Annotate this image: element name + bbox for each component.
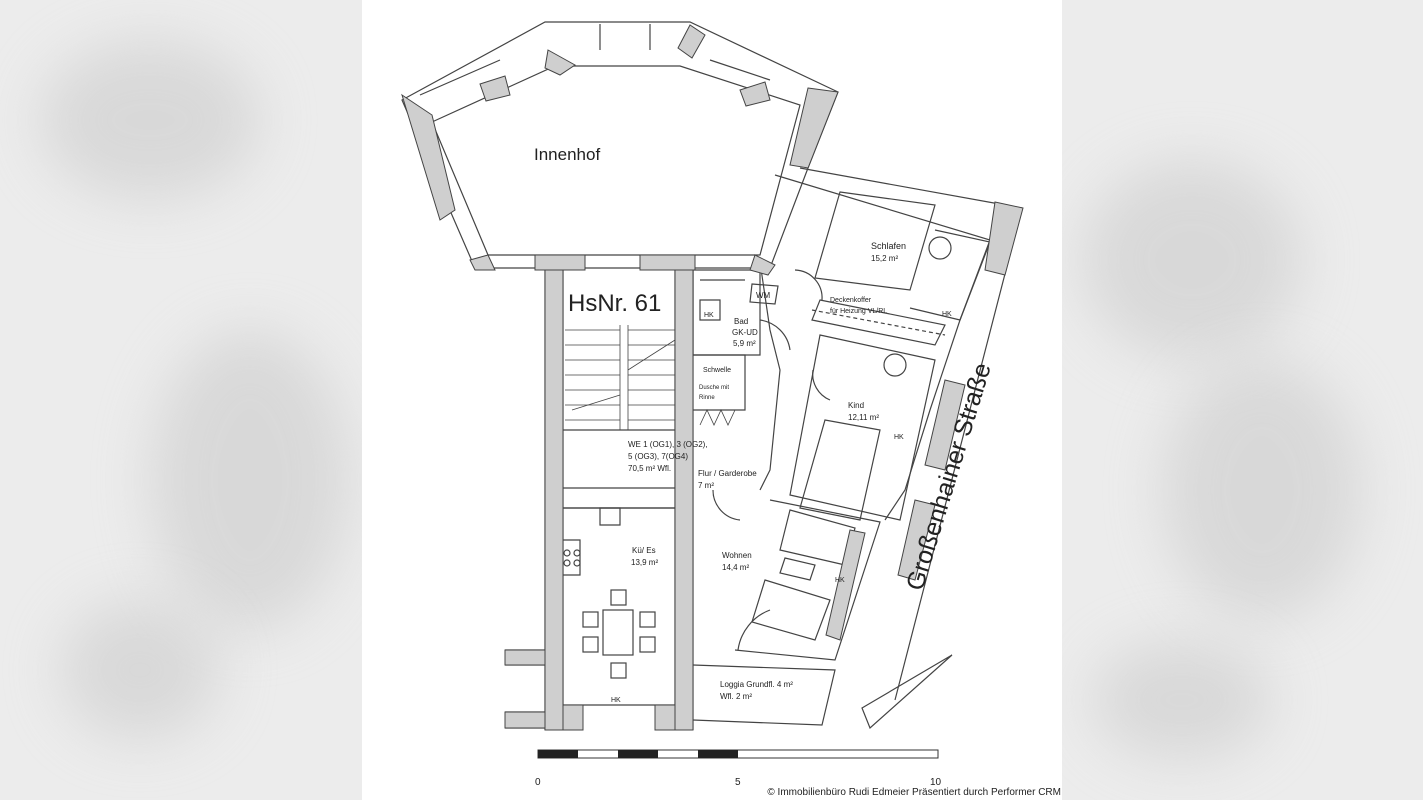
staircase — [565, 325, 676, 430]
wall — [739, 81, 771, 107]
heater-label: HK — [611, 697, 621, 704]
wall — [469, 254, 496, 271]
wall — [654, 704, 676, 731]
dusche-label: Dusche mit — [699, 385, 729, 391]
floor-plan: 0 5 10 Innenhof HsNr. 61 Großenhainer St… — [362, 0, 1062, 800]
wall — [825, 529, 866, 641]
scale-tick-5: 5 — [735, 777, 741, 788]
room-area-loggia: Wfl. 2 m² — [720, 692, 752, 701]
wall — [639, 254, 696, 271]
wall — [504, 649, 546, 666]
wall — [504, 711, 546, 729]
scale-tick-10: 10 — [930, 777, 942, 788]
room-label-kueche: Kü/ Es — [632, 546, 656, 555]
room-label-loggia: Loggia Grundfl. 4 m² — [720, 680, 793, 689]
schwelle-label: Schwelle — [703, 367, 731, 374]
north-arrow — [861, 654, 953, 730]
room-area-schlafen: 15,2 m² — [871, 254, 898, 263]
wall — [544, 269, 564, 731]
dusche-label-2: Rinne — [699, 395, 715, 401]
heater-label: HK — [835, 577, 845, 584]
scale-bar: 0 5 10 — [535, 749, 942, 788]
room-area-flur: 7 m² — [698, 481, 714, 490]
copyright-notice: © Immobilienbüro Rudi Edmeier Präsentier… — [767, 787, 1061, 798]
deckenkoffer-label: Deckenkoffer — [830, 297, 872, 304]
wall — [897, 499, 936, 581]
room-label-kind: Kind — [848, 401, 864, 410]
house-number-label: HsNr. 61 — [568, 290, 661, 317]
room-area-wohnen: 14,4 m² — [722, 563, 749, 572]
wall — [401, 93, 456, 221]
unit-label: WE 1 (OG1), 3 (OG2), — [628, 440, 708, 449]
courtyard-label: Innenhof — [534, 145, 600, 164]
room-sub-bad: GK-UD — [732, 328, 758, 337]
wall — [479, 75, 511, 102]
blurred-background-right — [1062, 0, 1423, 800]
wm-label: WM — [756, 291, 771, 300]
wall — [674, 269, 694, 731]
heater-label: HK — [942, 311, 952, 318]
wall — [534, 254, 586, 271]
blurred-background-left — [0, 0, 362, 800]
wall — [984, 201, 1024, 276]
room-label-flur: Flur / Garderobe — [698, 469, 757, 478]
room-label-wohnen: Wohnen — [722, 551, 752, 560]
room-area-bad: 5,9 m² — [733, 339, 756, 348]
floor-plan-drawing: 0 5 10 Innenhof HsNr. 61 Großenhainer St… — [401, 21, 1024, 788]
heater-label: HK — [704, 312, 714, 319]
room-label-bad: Bad — [734, 317, 748, 326]
wall — [789, 87, 839, 169]
wall — [562, 704, 584, 731]
wall — [749, 254, 776, 276]
heater-label: HK — [894, 434, 904, 441]
unit-label-2: 5 (OG3), 7(OG4) — [628, 452, 688, 461]
room-area-kueche: 13,9 m² — [631, 558, 658, 567]
room-label-schlafen: Schlafen — [871, 241, 906, 251]
unit-area: 70,5 m² Wfl. — [628, 464, 671, 473]
wall — [677, 24, 706, 59]
room-area-kind: 12,11 m² — [848, 413, 879, 422]
courtyard-outline — [401, 21, 839, 269]
scale-tick-0: 0 — [535, 777, 541, 788]
deckenkoffer-label-2: für Heizung VL/RL — [830, 308, 887, 315]
wall — [924, 379, 966, 471]
wall — [544, 49, 576, 76]
